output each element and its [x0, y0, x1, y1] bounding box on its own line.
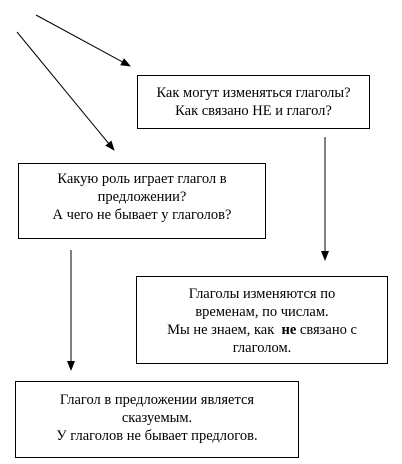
arrow-to-box1	[35, 14, 131, 67]
box2-line2: предложении?	[97, 189, 187, 205]
box1-line1: Как могут изменяться глаголы?	[156, 85, 351, 101]
box2-line1: Какую роль играет глагол в	[57, 171, 227, 187]
box-verb-change-answer: Глаголы изменяются по временам, по числа…	[136, 276, 388, 364]
box4-line1: Глагол в предложении является	[59, 392, 255, 408]
box3-line1: Глаголы изменяются по	[188, 286, 336, 302]
box3-line3-suffix: связано с	[299, 322, 357, 338]
box3-line3-prefix: Мы не знаем, как	[167, 322, 275, 338]
box3-line4: глаголом.	[232, 340, 292, 356]
box-verb-role-answer: Глагол в предложении является сказуемым.…	[15, 381, 299, 458]
box4-line3: У глаголов не бывает предлогов.	[56, 428, 258, 444]
arrow-to-box2	[16, 31, 115, 151]
box-verb-change-questions: Как могут изменяться глаголы? Как связан…	[137, 75, 370, 129]
box3-line2: временам, по числам.	[195, 304, 329, 320]
box3-line3: Мы не знаем, как не связано с	[137, 321, 387, 339]
box1-line2: Как связано НЕ и глагол?	[175, 103, 332, 119]
box4-line2: сказуемым.	[121, 410, 193, 426]
box2-line3: А чего не бывает у глаголов?	[52, 207, 232, 223]
box3-line3-bold: не	[281, 322, 297, 338]
box-verb-role-questions: Какую роль играет глагол в предложении? …	[18, 163, 266, 239]
